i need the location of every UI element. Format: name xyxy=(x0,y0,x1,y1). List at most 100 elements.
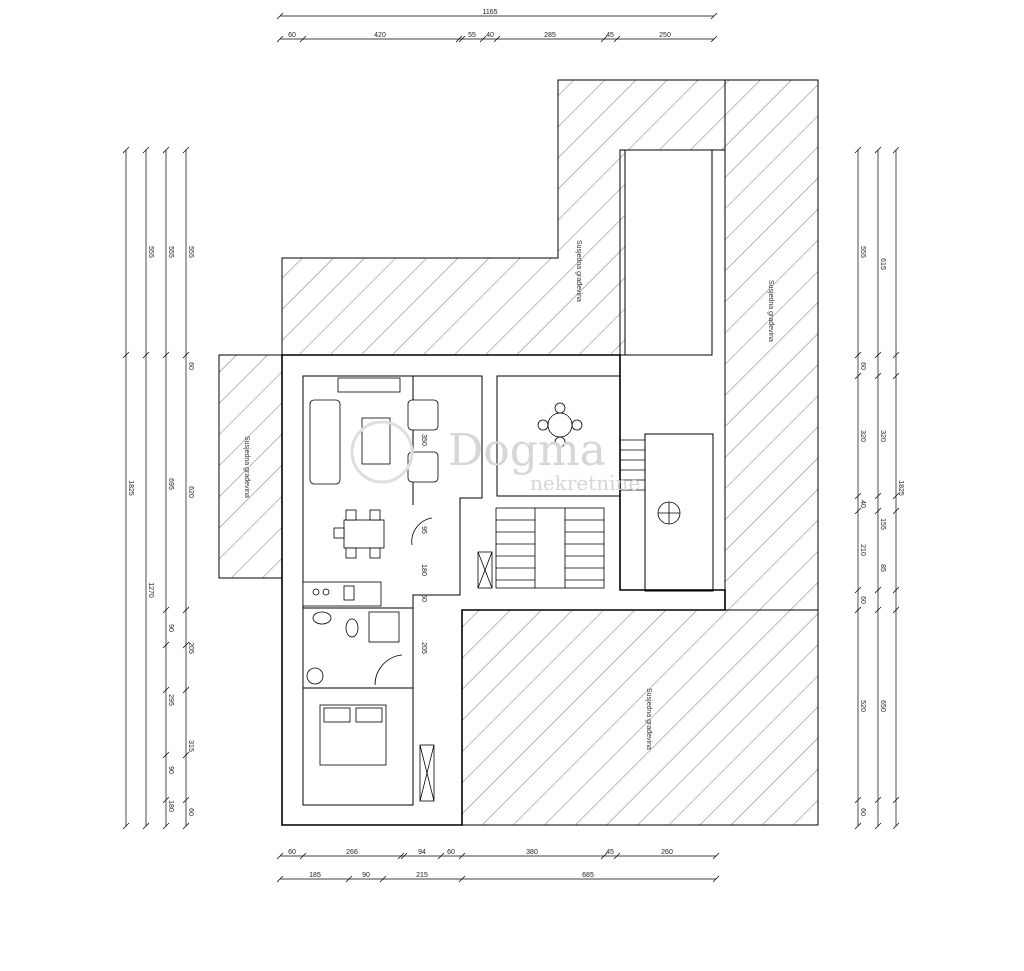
watermark-brand: Dogma xyxy=(448,425,606,476)
dimension-tick xyxy=(874,372,882,380)
dimension-tick xyxy=(276,12,284,20)
dim-left: 90 xyxy=(167,624,174,632)
dim-left: 60 xyxy=(187,362,194,370)
dim-right: 210 xyxy=(859,544,866,556)
dim-inner: 350 xyxy=(420,434,427,446)
dim-top: 55 xyxy=(468,32,476,39)
sofa xyxy=(309,399,341,485)
dim-right: 60 xyxy=(859,362,866,370)
dimension-tick xyxy=(437,852,445,860)
dim-left: 315 xyxy=(187,740,194,752)
dimension-tick xyxy=(854,507,862,515)
toilet xyxy=(345,618,359,638)
dimension-tick xyxy=(299,35,307,43)
dim-left-total: 1825 xyxy=(127,480,134,496)
dim-left: 1270 xyxy=(147,582,154,598)
dim-top: 60 xyxy=(288,32,296,39)
dimension-tick xyxy=(710,12,718,20)
dimension-tick xyxy=(874,796,882,804)
dim-bottom: 260 xyxy=(661,849,673,856)
dimension-tick xyxy=(892,146,900,154)
dimension-texts: 1165 60 420 55 40 285 45 250 60 266 94 6… xyxy=(127,9,904,879)
dimension-tick xyxy=(276,35,284,43)
dimension-tick xyxy=(854,351,862,359)
dimension-tick xyxy=(854,606,862,614)
dimension-tick xyxy=(182,796,190,804)
dimension-tick xyxy=(379,875,387,883)
dim-top: 40 xyxy=(486,32,494,39)
dining-table xyxy=(343,519,385,549)
dimension-tick xyxy=(613,35,621,43)
dimension-tick xyxy=(458,35,466,43)
dim-right-total: 1825 xyxy=(897,480,904,496)
dimension-tick xyxy=(276,852,284,860)
dimension-tick xyxy=(162,686,170,694)
dimension-tick xyxy=(854,146,862,154)
dim-top: 250 xyxy=(659,32,671,39)
dim-top: 420 xyxy=(374,32,386,39)
shower xyxy=(368,611,400,643)
dim-bottom: 380 xyxy=(526,849,538,856)
dimension-tick xyxy=(600,852,608,860)
dimension-tick xyxy=(142,822,150,830)
dim-left: 620 xyxy=(187,486,194,498)
dimension-tick xyxy=(479,35,487,43)
dimension-tick xyxy=(182,606,190,614)
dim-inner: 205 xyxy=(420,642,427,654)
dim-right: 320 xyxy=(879,430,886,442)
tv-unit xyxy=(337,377,401,393)
watermark-tagline: nekretnine xyxy=(530,471,640,495)
washbasin xyxy=(312,611,332,625)
watermark: Dogma nekretnine xyxy=(350,420,640,495)
door-swing xyxy=(374,654,403,686)
dimension-tick xyxy=(182,641,190,649)
dim-right: 155 xyxy=(879,518,886,530)
neighbor-buildings xyxy=(218,79,819,826)
dimension-tick xyxy=(892,492,900,500)
dim-left: 555 xyxy=(167,246,174,258)
neighbor-building-left xyxy=(218,354,283,579)
dimension-tick xyxy=(299,852,307,860)
dim-bottom: 45 xyxy=(606,849,614,856)
dim-left: 555 xyxy=(147,246,154,258)
neighbor-label-left: Susjedna građevina xyxy=(243,436,250,498)
dim-bottom: 94 xyxy=(418,849,426,856)
dimension-tick xyxy=(874,507,882,515)
staircase xyxy=(419,439,645,802)
dimension-tick xyxy=(162,351,170,359)
dim-right: 85 xyxy=(879,564,886,572)
dimension-tick xyxy=(854,822,862,830)
dimension-tick xyxy=(493,35,501,43)
dimension-tick xyxy=(874,586,882,594)
dimension-tick xyxy=(613,852,621,860)
dim-left: 695 xyxy=(167,478,174,490)
dimension-tick xyxy=(892,822,900,830)
dim-bottom-2: 685 xyxy=(582,872,594,879)
dim-right: 320 xyxy=(859,430,866,442)
dimension-tick xyxy=(892,586,900,594)
dimension-tick xyxy=(162,146,170,154)
dim-left: 295 xyxy=(167,694,174,706)
dim-right: 615 xyxy=(879,258,886,270)
building-walls xyxy=(281,149,726,826)
dimension-tick xyxy=(122,351,130,359)
neighbor-label-bottom: Susjedna građevina xyxy=(645,688,652,750)
dim-inner: 95 xyxy=(420,526,427,534)
dim-top: 45 xyxy=(606,32,614,39)
dim-left: 205 xyxy=(187,642,194,654)
dimension-tick xyxy=(182,351,190,359)
dimension-tick xyxy=(142,351,150,359)
door-swing xyxy=(411,517,433,546)
dimension-tick xyxy=(712,852,720,860)
dimension-tick xyxy=(892,351,900,359)
dim-right: 40 xyxy=(859,500,866,508)
furniture xyxy=(302,377,681,766)
dimension-tick xyxy=(182,822,190,830)
dimension-tick xyxy=(182,686,190,694)
armchair xyxy=(407,399,439,431)
dim-inner: 180 xyxy=(420,564,427,576)
dimension-tick xyxy=(712,875,720,883)
dim-bottom-2: 90 xyxy=(362,872,370,879)
dimension-tick xyxy=(162,796,170,804)
